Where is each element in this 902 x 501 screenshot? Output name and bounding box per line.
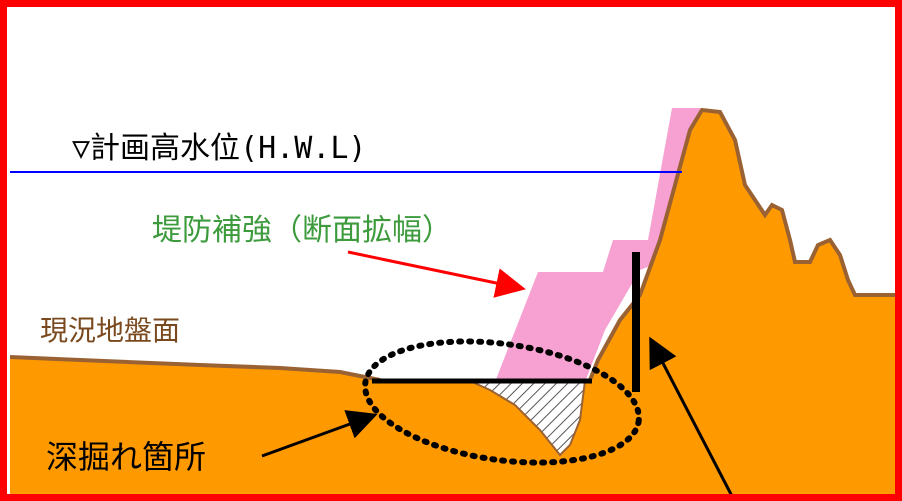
pile-arrow	[649, 336, 736, 501]
ground-surface-label: 現況地盤面	[40, 314, 180, 347]
levee-surface-line	[588, 107, 897, 381]
ground-surface-line	[9, 355, 381, 382]
scour-arrow	[261, 410, 378, 458]
ground-and-levee	[10, 110, 897, 497]
scour-hatched-area	[469, 380, 587, 457]
red-arrow	[347, 250, 526, 298]
scour-dashed-ellipse	[362, 338, 642, 466]
reinforcement-label: 堤防補強（断面拡幅）	[152, 213, 452, 248]
levee-reinforcement-area	[495, 108, 700, 382]
scour-label: 深掘れ箇所	[46, 438, 206, 476]
hwl-label: ▽計画高水位(H.W.L)	[72, 131, 367, 166]
